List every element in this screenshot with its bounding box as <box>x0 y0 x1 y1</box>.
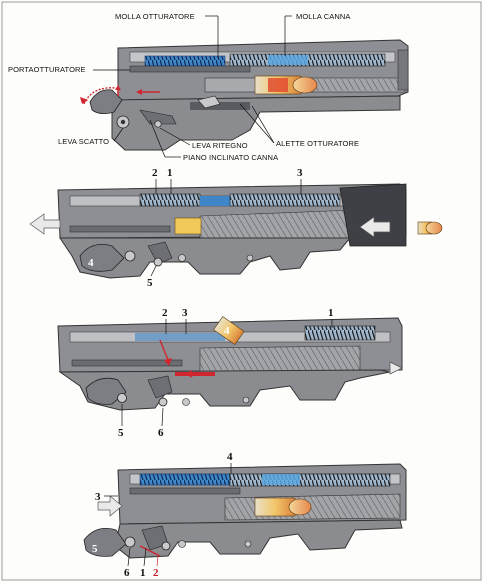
callout-4: 4 <box>224 325 230 337</box>
panel-4-labels: 4 3 5 6 1 2 <box>92 451 233 579</box>
callout-1: 1 <box>328 307 334 319</box>
arrow-left-icon <box>29 213 61 235</box>
arrow-left-icon <box>359 216 391 238</box>
label-piano-inclinato-canna: PIANO INCLINATO CANNA <box>183 153 278 162</box>
panel-2-labels: 2 1 3 4 5 <box>88 167 303 289</box>
label-portaotturatore: PORTAOTTURATORE <box>8 65 86 74</box>
panel-2-gun <box>29 183 443 279</box>
callout-3: 3 <box>182 307 188 319</box>
panel-4-gun <box>83 463 407 559</box>
panel-1-gun <box>80 39 409 151</box>
label-molla-canna: MOLLA CANNA <box>296 12 350 21</box>
callout-4: 4 <box>88 257 94 269</box>
label-leva-ritegno: LEVA RITEGNO <box>192 141 248 150</box>
callout-6: 6 <box>158 427 164 439</box>
callout-5: 5 <box>92 543 98 555</box>
callout-5: 5 <box>147 277 153 289</box>
label-molla-otturatore: MOLLA OTTURATORE <box>115 12 195 21</box>
callout-1: 1 <box>140 567 146 579</box>
callout-2: 2 <box>162 307 168 319</box>
panel-3-gun <box>57 316 403 411</box>
panel-3-labels: 2 3 1 4 5 6 <box>118 307 334 439</box>
molla-otturatore-spring <box>144 55 226 67</box>
callout-5: 5 <box>118 427 124 439</box>
callout-6: 6 <box>124 567 130 579</box>
callout-3: 3 <box>297 167 303 179</box>
label-leva-scatto: LEVA SCATTO <box>58 137 109 146</box>
callout-1: 1 <box>167 167 173 179</box>
callout-4: 4 <box>227 451 233 463</box>
ejected-casing <box>213 316 245 346</box>
callout-2: 2 <box>153 567 159 579</box>
callout-3: 3 <box>95 491 101 503</box>
arrow-right-icon <box>97 495 123 517</box>
callout-2: 2 <box>152 167 158 179</box>
arrow-right-icon <box>389 361 403 375</box>
label-alette-otturatore: ALETTE OTTURATORE <box>276 139 359 148</box>
panel-1-labels: MOLLA OTTURATORE MOLLA CANNA PORTAOTTURA… <box>8 12 359 162</box>
